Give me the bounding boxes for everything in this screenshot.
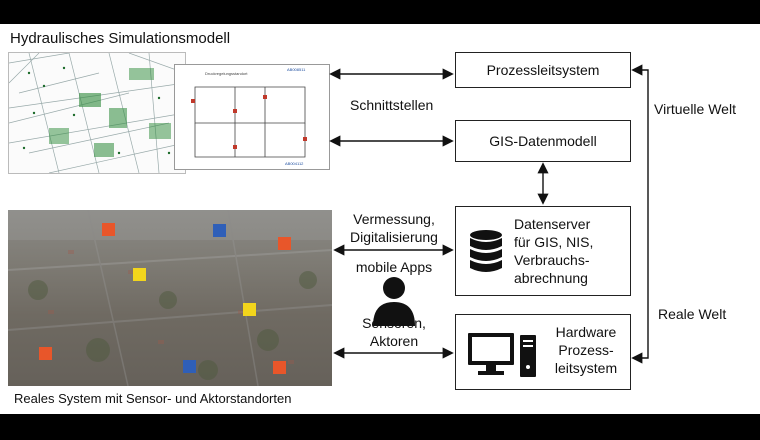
schematic-label: Druckregelungsstandort [205,71,248,76]
sensor-marker-yellow [133,268,146,281]
process-control-box: Prozessleitsystem [455,52,631,88]
schematic-label: AB004112 [285,161,304,166]
aerial-photo [8,210,332,386]
sensor-marker-orange [102,223,115,236]
gis-data-model-box: GIS-Datenmodell [455,120,631,162]
database-icon [470,230,502,272]
sensors-label-line2: Aktoren [369,333,419,349]
hydraulic-schematic: Druckregelungsstandort AB008511 AB004112 [174,64,330,170]
gis-data-model-label: GIS-Datenmodell [489,133,597,149]
data-server-box: Datenserver für GIS, NIS, Verbrauchs- ab… [455,206,631,296]
data-server-label-line2: für GIS, NIS, [514,234,594,250]
interfaces-label: Schnittstellen [350,97,434,113]
survey-label-line2: Digitalisierung [350,229,438,245]
connector-arrows [329,64,649,364]
computer-icon [468,333,536,377]
simulation-model-title: Hydraulisches Simulationsmodell [10,30,231,47]
data-server-label-line1: Datenserver [514,216,591,232]
data-server-label-line4: abrechnung [514,270,588,286]
hardware-label-line2: Prozess- [558,342,614,358]
schematic-label: AB008511 [287,67,306,72]
data-server-label-line3: Verbrauchs- [514,252,590,268]
person-icon [373,277,415,326]
sensor-marker-orange [39,347,52,360]
real-system-caption: Reales System mit Sensor- und Aktorstand… [14,391,292,406]
hardware-label-line3: leitsystem [554,360,618,376]
sensors-label-line1: Sensoren, [362,315,426,331]
virtual-real-loop [631,64,649,364]
sensor-marker-orange [273,361,286,374]
diagram-canvas: Hydraulisches Simulationsmodell [0,24,760,414]
sensor-marker-orange [278,237,291,250]
virtual-world-label: Virtuelle Welt [654,101,736,117]
sensor-marker-blue [183,360,196,373]
mobile-apps-label: mobile Apps [355,259,433,275]
hardware-label-line1: Hardware [555,324,617,340]
survey-label-line1: Vermessung, [353,211,435,227]
real-world-label: Reale Welt [658,306,727,322]
process-control-label: Prozessleitsystem [486,62,600,78]
sensor-marker-yellow [243,303,256,316]
hardware-control-box: Hardware Prozess- leitsystem [455,314,631,390]
sensor-marker-blue [213,224,226,237]
